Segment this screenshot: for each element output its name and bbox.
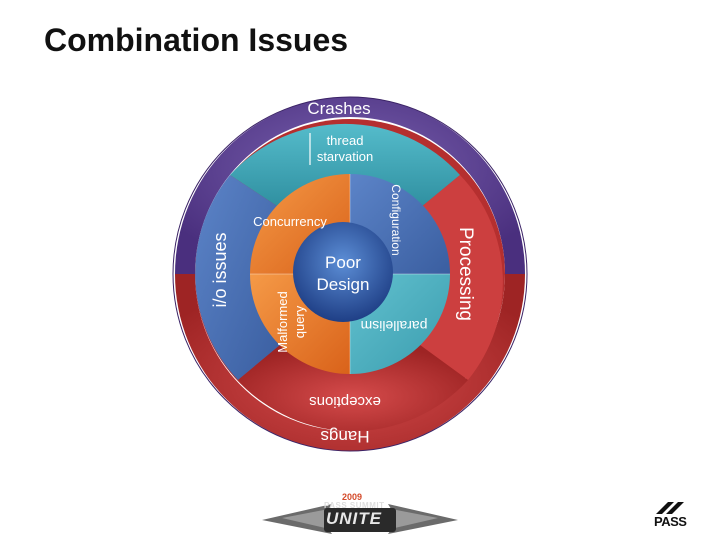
event-logo: 2009 PASS SUMMIT UNITE [262,490,458,540]
event-logo-year: 2009 [342,492,363,502]
label-parallelism: parallelism [361,318,428,334]
event-logo-theme: UNITE [326,509,382,528]
label-concurrency: Concurrency [253,214,327,229]
center-circle [293,222,393,322]
middle-ring-exceptions [238,345,468,432]
label-poor: Poor [325,253,361,272]
middle-ring-thread-starvation [230,123,460,208]
label-hangs: Hangs [320,427,369,446]
label-exceptions: exceptions [309,393,381,410]
label-processing: Processing [455,227,476,321]
outer-ring-hangs [175,274,525,451]
middle-ring-io-issues [195,175,280,380]
label-thread-starvation-line1: thread [327,133,364,148]
slide-title: Combination Issues [44,22,349,58]
pass-logo-text: PASS [654,514,687,529]
label-thread-starvation-line2: starvation [317,149,373,164]
pass-logo: PASS [650,500,700,532]
label-design: Design [317,275,370,294]
label-query: query [292,305,307,338]
outer-ring-crashes [175,97,525,274]
outer-disc [172,96,528,452]
event-logo-name: PASS SUMMIT [324,501,385,510]
middle-ring-processing [420,175,503,380]
event-logo-wings [262,504,458,534]
label-crashes: Crashes [307,99,370,118]
pass-logo-mark [656,502,684,514]
label-io-issues: i/o issues [210,232,230,307]
label-configuration: Configuration [389,184,403,255]
label-malformed: Malformed [275,291,290,352]
